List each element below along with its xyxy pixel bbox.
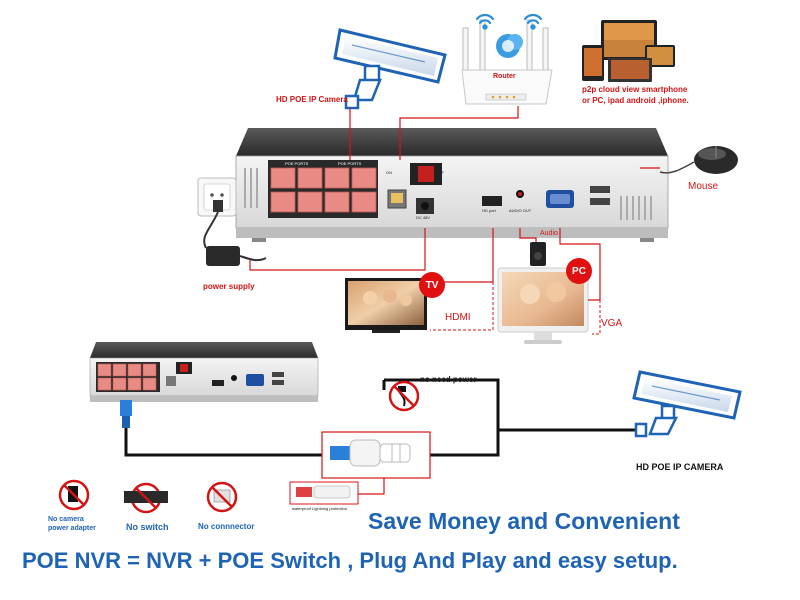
mobile-devices-icon [582, 20, 675, 82]
no-switch-icon [124, 482, 168, 514]
router-icon [461, 19, 553, 105]
p2p-label-line1: p2p cloud view smartphone [582, 85, 688, 94]
bottom-camera-icon [632, 370, 742, 438]
rj45-connector-icon [120, 400, 132, 428]
poe-ports-tag-2: POE PORTS [338, 161, 362, 166]
dc-tag: DC 48V [416, 215, 431, 220]
tv-icon [345, 278, 427, 333]
nvr-device-top [235, 128, 669, 242]
no-switch-label: No switch [126, 522, 169, 532]
no-adapter-label-line2: power adapter [48, 525, 96, 532]
wifi-icon [475, 13, 543, 30]
power-adapter-icon [203, 211, 267, 266]
power-supply-label: power supply [203, 282, 255, 291]
nvr-device-bottom [89, 342, 319, 402]
no-need-power-label: no need power [420, 375, 477, 384]
no-adapter-label-line1: No camera [48, 516, 84, 523]
hdmi-port-tag: HD port [482, 208, 496, 213]
no-connector-label: No connnector [198, 522, 255, 531]
audio-label: Audio [540, 230, 558, 237]
pc-badge: PC [566, 258, 592, 284]
subline: POE NVR = NVR + POE Switch , Plug And Pl… [22, 548, 678, 573]
headline: Save Money and Convenient [368, 508, 680, 534]
waterproof-label: waterproof Lightning protection [292, 506, 347, 511]
p2p-label-line2: or PC, ipad android ,iphone. [582, 96, 689, 105]
camera-label: HD POE IP Camera [276, 95, 348, 104]
no-connector-icon [206, 481, 238, 513]
waterproof-connector-icon [330, 439, 411, 467]
mouse-label: Mouse [688, 181, 719, 192]
poe-ports-tag-1: POE PORTS [285, 161, 309, 166]
waterproof-inset [289, 481, 359, 505]
wall-socket-icon [197, 177, 237, 217]
off-tag: OFF [436, 170, 444, 175]
vga-label: VGA [601, 318, 623, 329]
audio-port-tag: AUDIO OUT [509, 208, 532, 213]
camera-icon [333, 28, 447, 110]
on-tag: ON [386, 170, 392, 175]
no-adapter-icon [58, 479, 90, 511]
pc-monitor-icon [497, 267, 589, 344]
no-power-icon [388, 380, 420, 412]
hdmi-label: HDMI [445, 312, 471, 323]
router-label: Router [493, 73, 516, 80]
red-patch-frame [321, 431, 431, 495]
speaker-icon [530, 242, 546, 266]
tv-badge: TV [419, 272, 445, 298]
mouse-icon [659, 146, 738, 174]
bottom-camera-label: HD POE IP CAMERA [636, 462, 724, 472]
cloud-icon [496, 34, 523, 58]
top-wiring-dashed [430, 282, 601, 335]
